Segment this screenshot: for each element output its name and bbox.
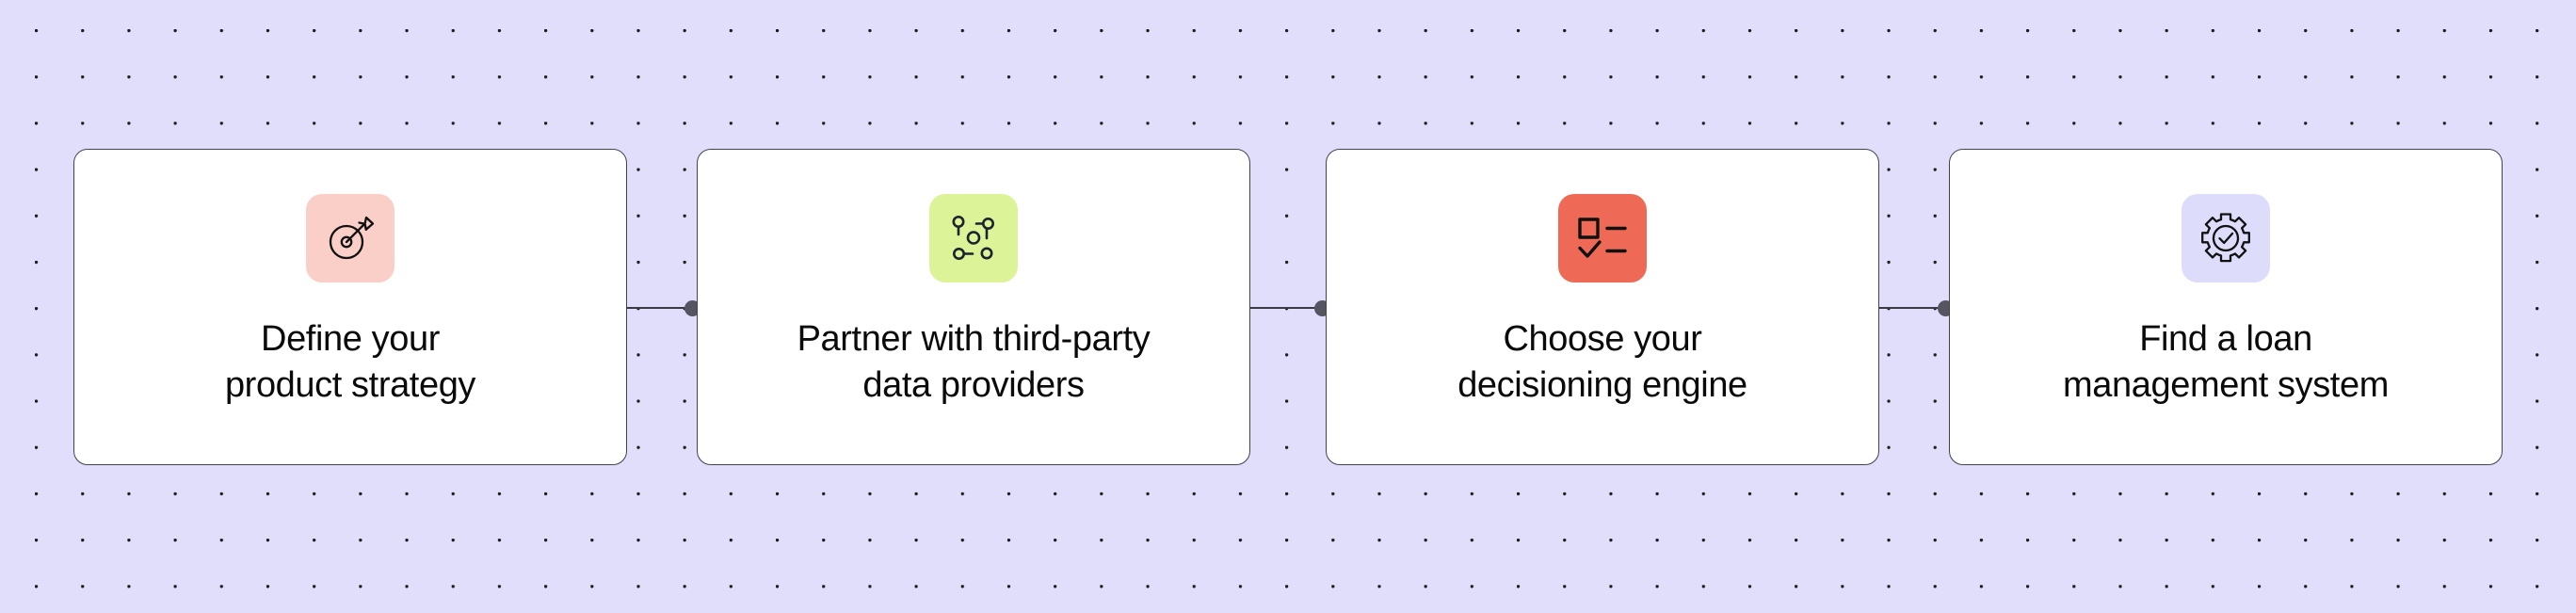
network-nodes-icon-tile [929, 194, 1018, 282]
step-card-label: Partner with third-party data providers [797, 319, 1151, 405]
connector-2-3 [1250, 298, 1330, 317]
step-card-find-loan-management-system[interactable]: Find a loan management system [1949, 149, 2503, 465]
checklist-icon-tile [1558, 194, 1647, 282]
target-arrow-icon-tile [306, 194, 394, 282]
checklist-icon [1576, 215, 1629, 262]
connector-1-2 [626, 298, 700, 317]
step-card-label: Choose your decisioning engine [1457, 319, 1747, 405]
step-card-choose-decisioning-engine[interactable]: Choose your decisioning engine [1326, 149, 1879, 465]
connector-line [1878, 307, 1939, 309]
gear-check-icon-tile [2182, 194, 2270, 282]
gear-check-icon [2198, 211, 2253, 266]
connector-line [1250, 307, 1315, 309]
connector-line [626, 307, 685, 309]
step-card-define-product-strategy[interactable]: Define your product strategy [73, 149, 627, 465]
step-card-label: Define your product strategy [224, 319, 476, 405]
step-card-partner-data-providers[interactable]: Partner with third-party data providers [697, 149, 1250, 465]
connector-3-4 [1878, 298, 1954, 317]
network-nodes-icon [947, 212, 1000, 265]
step-card-label: Find a loan management system [2063, 319, 2389, 405]
target-arrow-icon [323, 211, 378, 266]
